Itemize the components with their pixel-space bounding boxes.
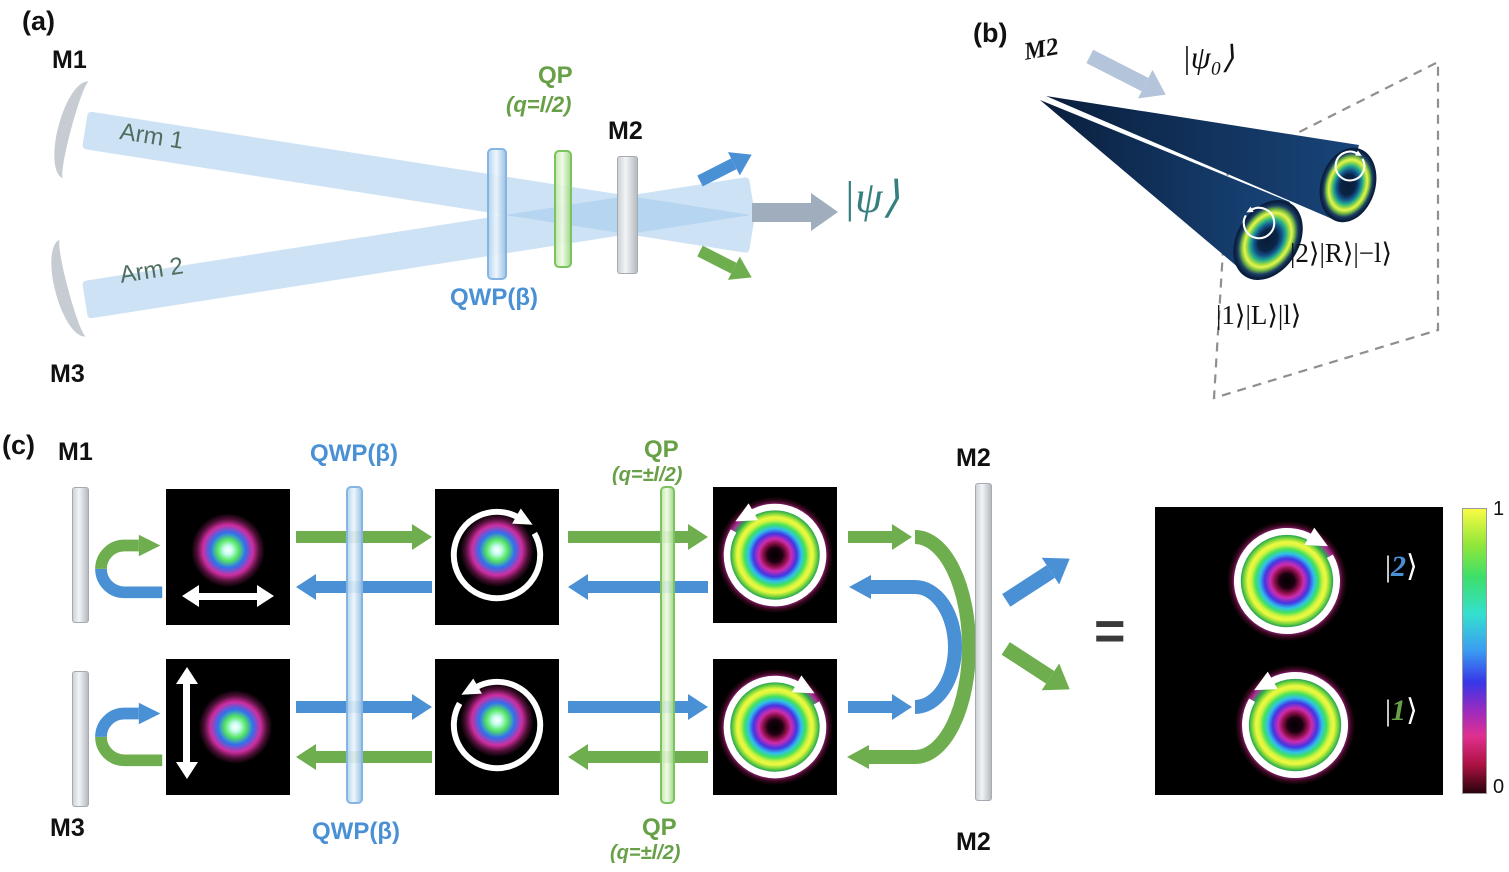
v-polarization-arrow [176,667,198,779]
blue-right-arrow [296,694,432,720]
cw-circular-arrow [1225,519,1349,643]
ket1-bar-right: ⟩ [1406,694,1418,727]
ket1-bar-left: | [1385,694,1392,727]
cone-lower [1040,100,1290,274]
panel-a-label: (a) [22,6,55,36]
mode-tile-donut-ccw [713,487,837,623]
final-output-arrow-green [997,635,1079,703]
ket-mode2-label: |2⟩|R⟩|−l⟩ [1290,238,1393,268]
mirror-m3-label-c: M3 [50,814,85,842]
ket1-label: |1⟩ [1385,693,1418,728]
mirror-m2-label: M2 [608,117,643,145]
m2-reflection-curves [847,530,976,769]
output-arrow-gray [752,193,838,231]
ket2-digit: 2 [1391,550,1407,583]
green-left-arrow [568,744,708,770]
qwp-plate [487,148,507,280]
green-right-arrow [568,524,708,550]
final-superposition-panel: |2⟩ |1⟩ [1155,507,1443,795]
mode-tile-gaussian-cw [435,489,559,625]
mirror-m3-bar [72,671,89,807]
mode-tile-gaussian-vpol [166,659,290,795]
qp-label: QP [538,62,573,89]
ket2-label: |2⟩ [1385,549,1418,584]
ccw-circular-arrow [443,671,551,779]
green-left-arrow [296,744,432,770]
mirror-m3-label: M3 [50,360,85,388]
panel-c-label: (c) [2,430,35,460]
ket2-bar-right: ⟩ [1406,550,1418,583]
mirror-m1-label: M1 [52,46,87,74]
uturn-arrow-m1 [92,518,164,618]
mode-tile-donut-cw [713,659,837,795]
qwp-label-top: QWP(β) [310,440,398,467]
green-right-arrow [848,524,912,550]
psi-ket: |ψ⟩ [843,173,900,222]
final-output-arrow-blue [997,545,1079,613]
ket-mode1-label: |1⟩|L⟩|l⟩ [1216,300,1302,330]
donut-mode2-image [1225,519,1349,643]
ket1-digit: 1 [1391,694,1407,727]
colorbar-max-label: 1 [1493,498,1505,520]
colorbar-min-label: 0 [1493,776,1505,798]
psi0-ket: |ψ₀⟩ [1182,39,1235,75]
qp-bar [660,486,675,804]
beam-cones [1040,96,1359,274]
panel-b-label: (b) [973,18,1008,48]
h-polarization-arrow [182,585,274,607]
qp-sublabel-top: (q=±l/2) [612,464,683,486]
dashed-plane [1212,60,1440,400]
q-plate [554,150,572,268]
blue-left-arrow [296,574,432,600]
cw-circular-arrow [443,501,551,609]
mirror-m2-bar [975,483,992,801]
mirror-m2-label-top: M2 [956,444,991,472]
qp-label-top: QP [644,436,679,463]
green-right-arrow [296,524,432,550]
cw-circular-arrow [715,667,835,787]
blue-left-arrow [568,574,708,600]
ket2-bar-left: | [1385,550,1392,583]
donut-mode1-image [1233,663,1357,787]
qp-label-bottom: QP [642,814,677,841]
mirror-m1-label-c: M1 [58,438,93,466]
uturn-arrow-m3 [92,686,164,786]
mirror-m2-label-b: M2 [1021,33,1061,66]
mirror-m2-plate [617,156,638,274]
equals-sign: = [1094,601,1126,661]
qp-sublabel-bottom: (q=±l/2) [610,842,681,864]
qp-sublabel: (q=l/2) [506,92,572,117]
blue-right-arrow [848,694,912,720]
qwp-label-bottom: QWP(β) [312,818,400,845]
circular-arrow-lower-face [1240,204,1278,242]
circular-arrow-upper-face [1332,148,1368,184]
mirror-m2-label-bottom: M2 [956,828,991,856]
qwp-bar [346,486,363,804]
ccw-circular-arrow [1233,663,1357,787]
mode-tile-gaussian-ccw [435,659,559,795]
colorbar [1462,508,1487,794]
cone-upper [1046,96,1359,221]
mirror-m1-bar [72,487,89,623]
qwp-label: QWP(β) [450,284,538,311]
mode-tile-gaussian-hpol [166,489,290,625]
ccw-circular-arrow [715,495,835,615]
blue-right-arrow [568,694,708,720]
